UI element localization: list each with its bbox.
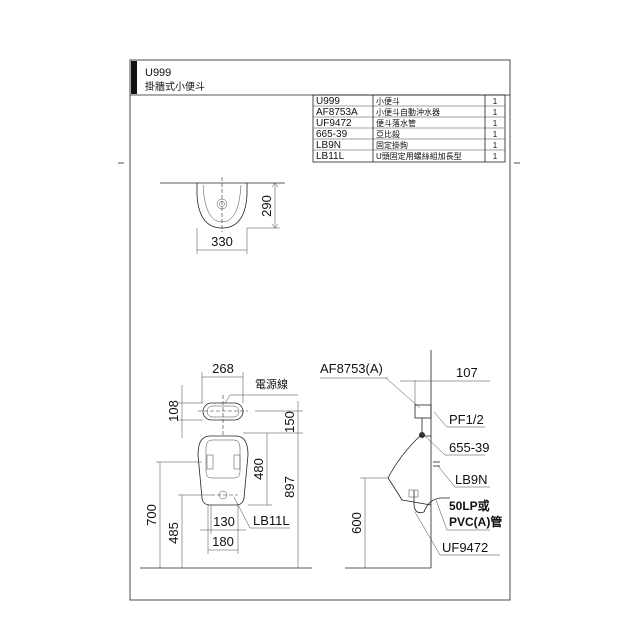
model-subtitle: 掛牆式小便斗 [145, 80, 205, 93]
part-code: LB11L [316, 151, 345, 162]
bolt-part-label: LB11L [253, 513, 290, 528]
part-code: LB9N [316, 140, 341, 151]
table-row: LB11L U頭固定用螺絲組加長型 1 [316, 151, 498, 162]
part-code: 665-39 [316, 129, 348, 140]
side-view: AF8753(A) 107 PF1/2 655-39 LB9N 50LP或 PV… [320, 350, 502, 569]
front-view: 268 電源線 108 150 480 897 700 485 130 [140, 361, 312, 569]
drain-label: UF9472 [442, 540, 488, 555]
width-dimension: 330 [211, 234, 233, 249]
pipe-label-line2: PVC(A)管 [449, 514, 502, 529]
top-view: 290 330 [160, 177, 285, 254]
outlet-width-dimension: 180 [212, 534, 234, 549]
side-rim-height-dimension: 600 [349, 512, 364, 534]
sensor-height-dimension: 108 [166, 400, 181, 422]
part-qty: 1 [493, 97, 498, 106]
sensor-width-dimension: 268 [212, 361, 234, 376]
part-name: U頭固定用螺絲組加長型 [376, 151, 462, 161]
flusher-label: AF8753(A) [320, 361, 383, 376]
model-title: U999 [145, 67, 171, 79]
part-code: UF9472 [316, 118, 352, 129]
part-name: 固定掛鉤 [376, 140, 408, 150]
part-name: 小便斗自動沖水器 [376, 107, 440, 117]
bowl-height-dimension: 480 [251, 458, 266, 480]
outlet-height-dimension: 485 [166, 522, 181, 544]
rim-height-dimension: 700 [144, 504, 159, 526]
parts-table: U999 小便斗 1 AF8753A 小便斗自動沖水器 1 UF9472 便斗落… [312, 94, 506, 163]
part-qty: 1 [493, 152, 498, 161]
bolt-spacing-dimension: 130 [213, 514, 235, 529]
table-row: U999 小便斗 1 [316, 96, 498, 107]
projection-dimension: 107 [456, 365, 478, 380]
inlet-label: PF1/2 [449, 412, 484, 427]
part-code: U999 [316, 96, 340, 107]
pipe-label-line1: 50LP或 [449, 498, 490, 513]
table-row: 665-39 亞比殺 1 [316, 129, 498, 140]
hanger-label: LB9N [455, 472, 488, 487]
part-qty: 1 [493, 130, 498, 139]
part-name: 亞比殺 [376, 129, 400, 139]
sheet-frame [129, 59, 511, 601]
spud-label: 655-39 [449, 440, 489, 455]
table-row: AF8753A 小便斗自動沖水器 1 [316, 107, 498, 118]
part-name: 小便斗 [376, 96, 400, 106]
part-qty: 1 [493, 119, 498, 128]
depth-dimension: 290 [259, 195, 274, 217]
sensor-to-bowl-dimension: 150 [282, 411, 297, 433]
part-qty: 1 [493, 108, 498, 117]
table-row: UF9472 便斗落水管 1 [316, 118, 498, 129]
part-code: AF8753A [316, 107, 358, 118]
part-name: 便斗落水管 [376, 118, 416, 128]
power-cord-label: 電源線 [255, 377, 288, 391]
table-row: LB9N 固定掛鉤 1 [316, 140, 498, 151]
part-qty: 1 [493, 141, 498, 150]
total-height-dimension: 897 [282, 476, 297, 498]
header-accent-bar [131, 61, 137, 94]
